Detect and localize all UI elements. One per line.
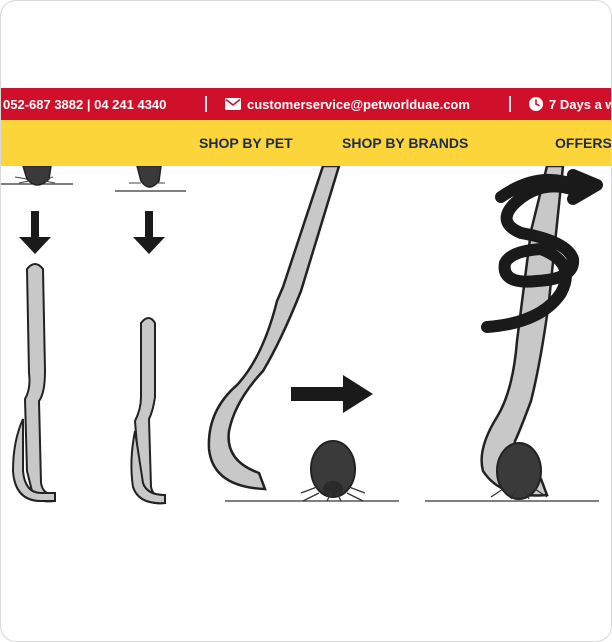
email-link[interactable]: customerservice@petworlduae.com <box>225 88 470 120</box>
envelope-icon <box>225 98 241 110</box>
topbar-divider <box>509 96 511 112</box>
clock-icon <box>529 97 543 111</box>
hours-text: 7 Days a w <box>549 96 612 112</box>
nav-offers[interactable]: OFFERS <box>555 135 612 151</box>
topbar-divider <box>205 96 207 112</box>
email-text: customerservice@petworlduae.com <box>247 96 470 112</box>
rotate-arrow-icon <box>481 169 603 333</box>
main-navbar: SHOP BY PET SHOP BY BRANDS OFFERS <box>1 120 612 166</box>
nav-shop-by-brands[interactable]: SHOP BY BRANDS <box>342 135 469 151</box>
hook-tool-large <box>23 263 56 503</box>
tick-on-skin <box>225 440 399 502</box>
contact-topbar: 052-687 3882 | 04 241 4340 customerservi… <box>1 88 612 120</box>
tick-removal-illustration <box>1 164 611 516</box>
down-arrow-icon <box>19 211 51 254</box>
phone-numbers[interactable]: 052-687 3882 | 04 241 4340 <box>3 96 167 112</box>
tick-small-left <box>1 165 73 186</box>
nav-shop-by-pet[interactable]: SHOP BY PET <box>199 135 293 151</box>
right-arrow-icon <box>291 375 373 413</box>
opening-hours: 7 Days a w <box>529 88 612 120</box>
down-arrow-icon <box>133 211 165 254</box>
tick-small-right <box>115 165 186 192</box>
hook-tool-approach <box>207 164 341 491</box>
